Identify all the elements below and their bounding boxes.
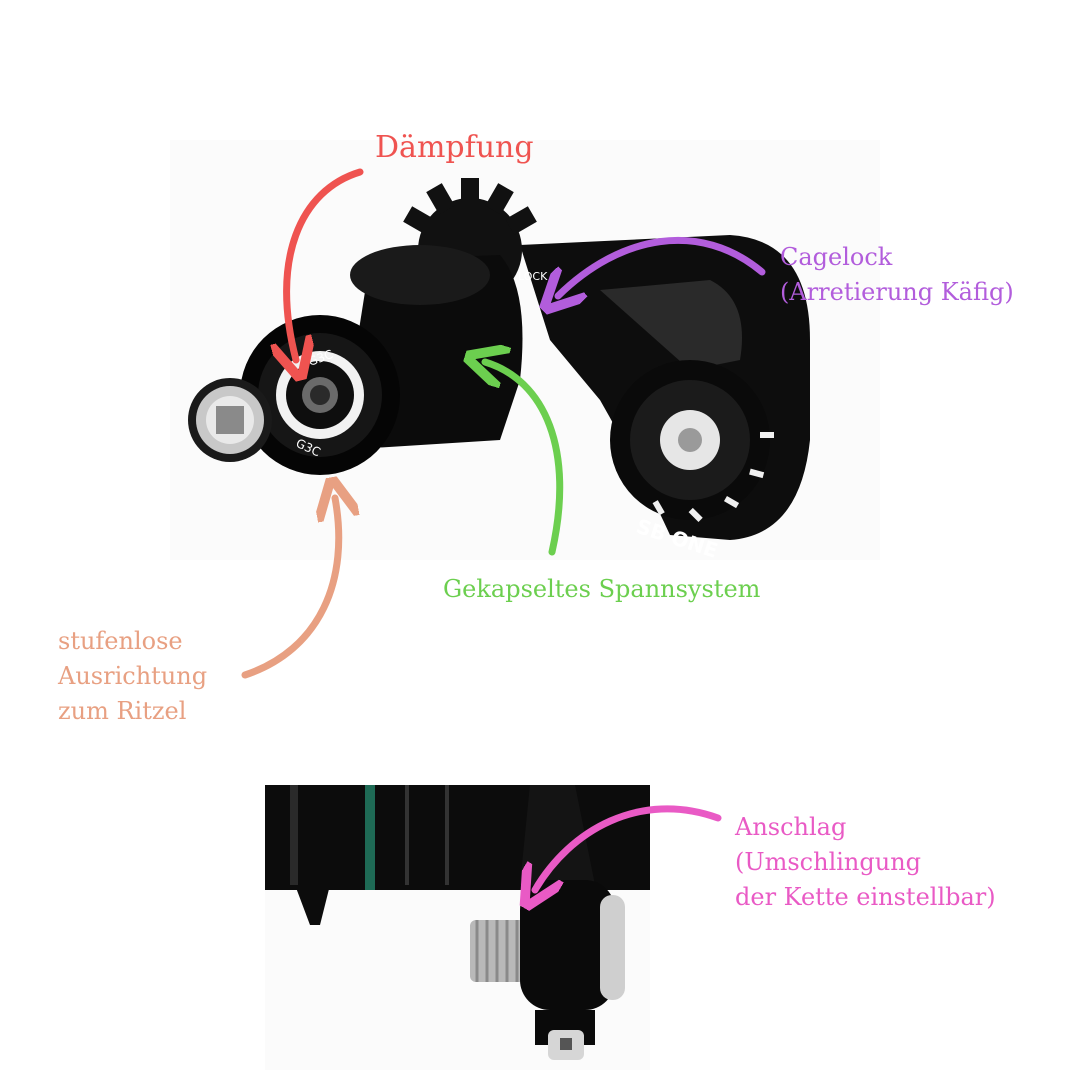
- tensioner-photo: G3C G3C LOCK SB ONE: [170, 140, 880, 563]
- label-anschlag: Anschlag (Umschlingung der Kette einstel…: [735, 813, 996, 911]
- label-ausrichtung: stufenlose Ausrichtung zum Ritzel: [58, 627, 208, 725]
- stamp-lock: LOCK: [518, 270, 548, 283]
- label-cagelock: Cagelock (Arretierung Käfig): [780, 243, 1014, 306]
- label-spannsystem: Gekapseltes Spannsystem: [443, 575, 761, 603]
- label-daempfung: Dämpfung: [375, 130, 534, 165]
- stop-detail-photo: [265, 785, 650, 1070]
